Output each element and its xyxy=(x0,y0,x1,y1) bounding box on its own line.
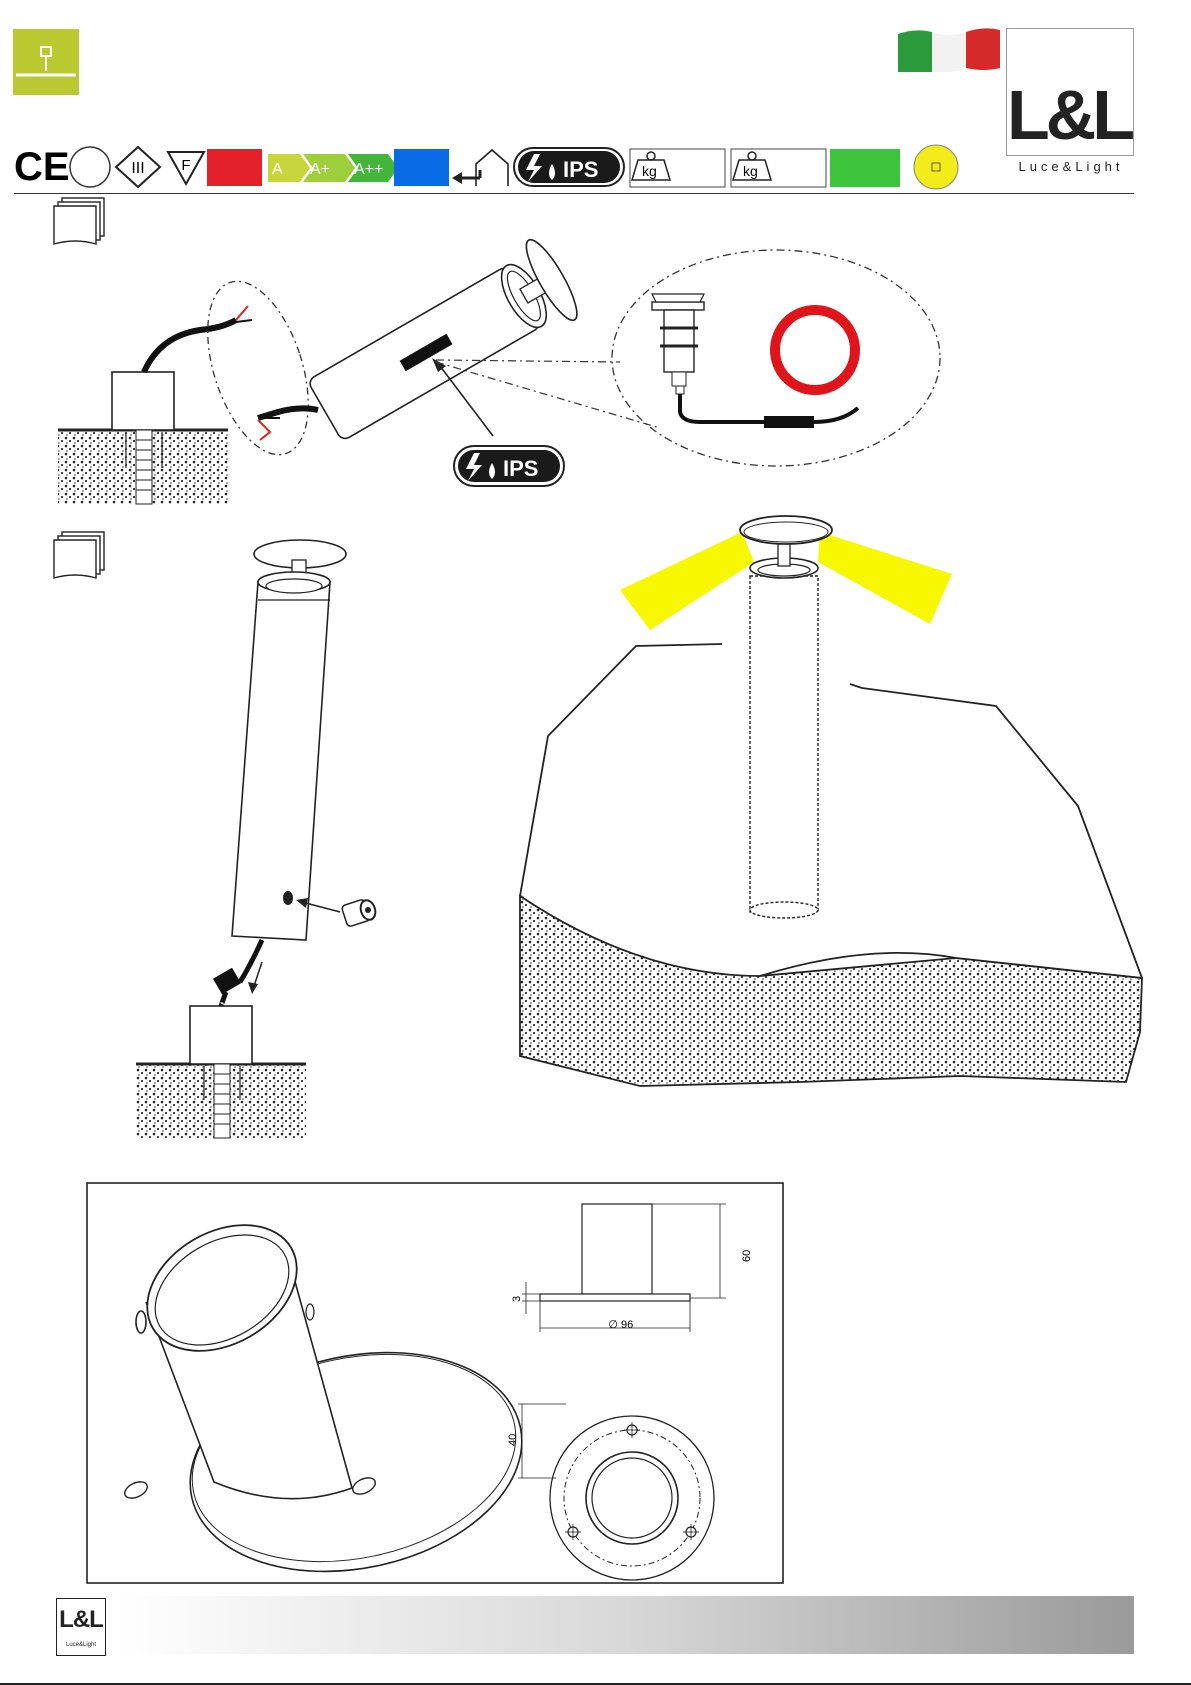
light-beam-right xyxy=(818,532,952,624)
step-1-ground xyxy=(58,372,228,504)
step-1-luminaire xyxy=(302,234,585,451)
ips-arrow xyxy=(440,366,493,436)
step-2-page-icon xyxy=(54,532,104,578)
footer-logo-subtitle: Luce&Light xyxy=(56,1642,106,1648)
weight-box-2: kg xyxy=(731,149,826,187)
energy-a-plus-label: A+ xyxy=(310,161,330,178)
technical-drawing: 60 3 ∅ 96 40 xyxy=(86,1182,784,1584)
dimension-height: 60 xyxy=(741,1250,753,1262)
light-beam-left xyxy=(620,532,754,630)
dimension-diameter: 96 xyxy=(621,1319,633,1331)
step-2-luminaire xyxy=(232,540,346,940)
step-2-ground xyxy=(136,1006,306,1138)
dimension-hole-offset: 40 xyxy=(507,1434,519,1446)
header-divider xyxy=(14,193,1134,194)
step-1-page-icon xyxy=(54,198,104,244)
green-box-icon xyxy=(830,149,900,187)
ips-callout-badge: IPS xyxy=(454,446,564,486)
red-box-icon xyxy=(207,149,262,186)
product-type-icon xyxy=(13,29,79,95)
brand-logo-text: L&L xyxy=(1006,80,1132,150)
footer-gradient-bar xyxy=(116,1596,1134,1654)
weight-label-1: kg xyxy=(642,163,657,179)
seal-ring-icon xyxy=(775,310,855,390)
weight-box-1: kg xyxy=(630,149,725,187)
product-type-symbol xyxy=(13,29,79,95)
blue-box-icon xyxy=(394,149,449,186)
ce-mark: CE xyxy=(14,145,70,189)
ips-badge-label: IPS xyxy=(563,157,598,182)
footer-logo-text: L&L xyxy=(56,1606,106,1634)
installation-illustration: IPS xyxy=(0,196,1191,1156)
brand-logo-subtitle: Luce&Light xyxy=(1004,159,1138,174)
blank-circle-icon xyxy=(70,147,110,187)
installed-scene xyxy=(520,516,1142,1086)
weight-label-2: kg xyxy=(743,163,758,179)
dimension-plate-thickness: 3 xyxy=(511,1296,523,1302)
class-iii-label: III xyxy=(131,160,144,177)
yellow-circle-icon xyxy=(914,145,958,189)
f-mark-label: F xyxy=(181,157,190,174)
diameter-symbol: ∅ xyxy=(608,1319,618,1331)
ips-badge-icon: IPS xyxy=(514,148,624,186)
energy-a-label: A xyxy=(272,161,283,178)
step-1-cable xyxy=(144,320,236,372)
energy-a-plus-plus-label: A++ xyxy=(354,161,383,178)
ips-callout-label: IPS xyxy=(503,456,538,481)
certification-symbols: CE III F A A+ A++ IPS kg kg xyxy=(10,140,1000,192)
italy-flag-icon xyxy=(898,28,1000,72)
indoor-house-icon xyxy=(452,150,508,186)
